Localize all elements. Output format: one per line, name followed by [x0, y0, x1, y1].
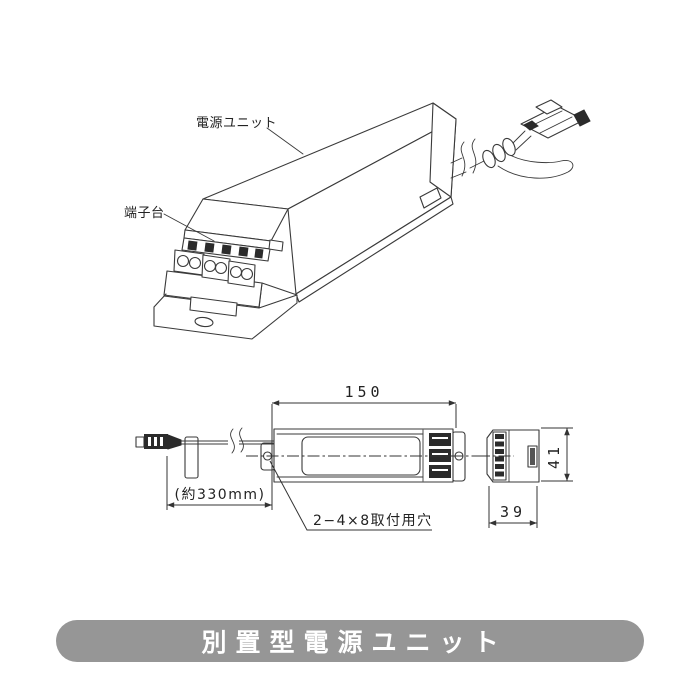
length-value: 150 [344, 383, 383, 401]
input-cable-plan [135, 427, 275, 479]
side-view-drawing: 150 (約330mm) 2−4×8取付用穴 [135, 383, 478, 531]
height-value: 41 [545, 443, 563, 469]
cable-tag [184, 436, 199, 479]
end-view-label [527, 445, 538, 468]
cable-length-value: (約330mm) [175, 487, 266, 503]
mounting-hole-label: 2−4×8取付用穴 [313, 513, 433, 529]
unit-foot-tab [419, 187, 442, 209]
output-cable [450, 130, 574, 179]
iso-view: 電源ユニット 端子台 [124, 99, 591, 340]
terminal-block-label: 端子台 [124, 206, 165, 221]
terminal-leader [163, 213, 215, 242]
end-view-drawing: 41 39 [478, 427, 573, 528]
depth-value: 39 [500, 503, 526, 521]
height-dimension: 41 [541, 427, 573, 482]
depth-dimension: 39 [488, 486, 538, 528]
connector-plug [520, 99, 591, 139]
unit-base-band [295, 196, 454, 303]
cable-length-dimension: (約330mm) [166, 456, 272, 510]
strip-end-hook [268, 239, 284, 252]
nameplate [189, 296, 238, 317]
flange-oval-hole [194, 316, 214, 328]
caption-title: 別置型電源ユニット [201, 628, 508, 657]
caption-banner: 別置型電源ユニット [56, 620, 644, 662]
length-dimension: 150 [271, 383, 457, 510]
power-unit-label: 電源ユニット [196, 116, 277, 131]
mounting-hole-callout: 2−4×8取付用穴 [269, 460, 433, 531]
power-unit-leader [266, 127, 304, 155]
unit-end-face [429, 102, 457, 198]
